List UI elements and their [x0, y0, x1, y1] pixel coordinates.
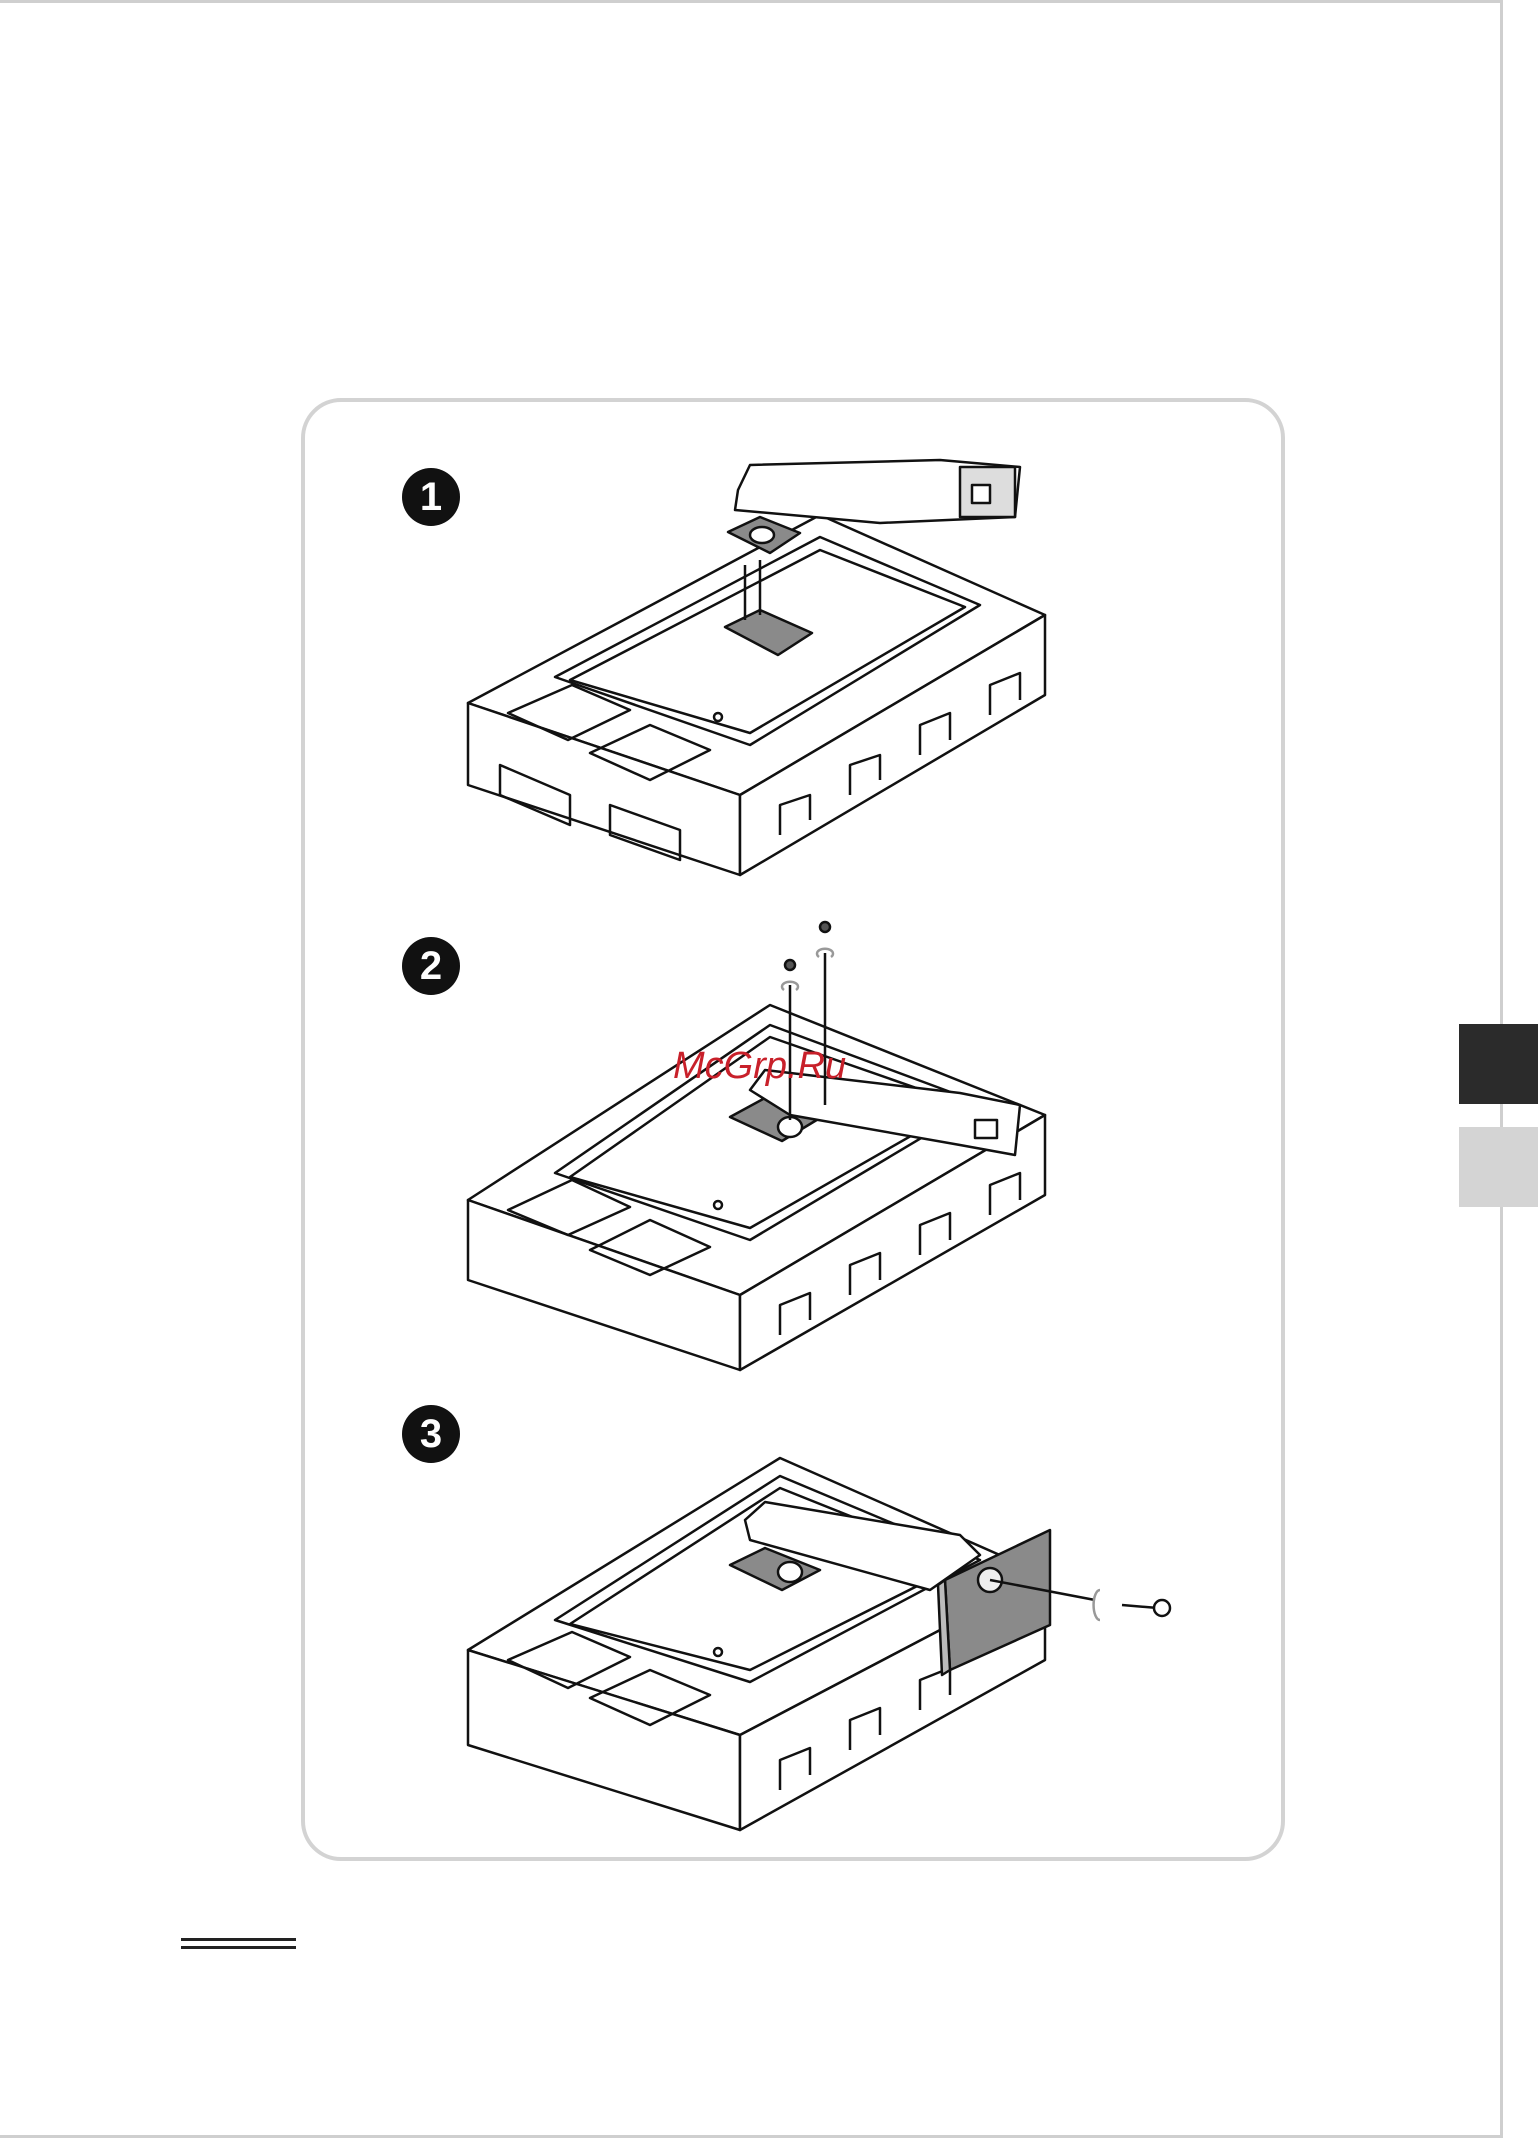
chapter-tab-inactive[interactable]	[1459, 1127, 1538, 1207]
step-3-badge: 3	[402, 1405, 460, 1463]
step-2-number: 2	[420, 944, 442, 989]
chapter-tab-active[interactable]	[1459, 1024, 1538, 1104]
step-1-badge: 1	[402, 468, 460, 526]
watermark: McGrp.Ru	[673, 1045, 846, 1088]
step-2-illustration	[460, 915, 1060, 1375]
step-3-illustration	[460, 1450, 1180, 1870]
note-divider	[181, 1938, 296, 1951]
step-3-number: 3	[420, 1412, 442, 1457]
step-1-number: 1	[420, 475, 442, 520]
step-1-illustration	[460, 455, 1060, 885]
step-2-badge: 2	[402, 937, 460, 995]
